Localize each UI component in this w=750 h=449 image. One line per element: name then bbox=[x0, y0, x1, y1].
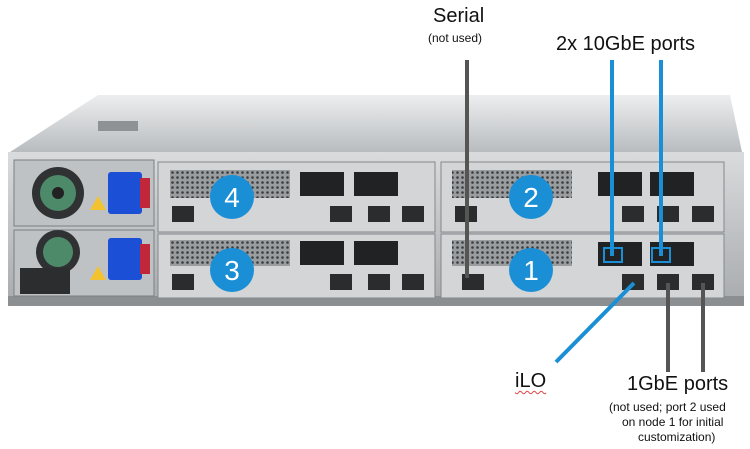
node-badge-1: 1 bbox=[509, 248, 553, 292]
ten-gbe-port-highlight-1 bbox=[603, 247, 623, 263]
node-4-module bbox=[157, 161, 436, 233]
node-badge-4: 4 bbox=[210, 175, 254, 219]
network-port-icon bbox=[692, 274, 714, 290]
node-badge-label: 2 bbox=[523, 182, 539, 213]
power-supply-top bbox=[13, 159, 155, 227]
power-inlet-icon bbox=[108, 172, 142, 214]
ilo-title: iLO bbox=[515, 370, 547, 392]
node-badge-label: 4 bbox=[224, 182, 240, 213]
ilo-port bbox=[622, 274, 644, 290]
ilo-callout-line bbox=[554, 281, 636, 364]
one-gbe-note-line-2: on node 1 for initial bbox=[622, 415, 724, 429]
node-badge-3: 3 bbox=[210, 248, 254, 292]
power-supply-bottom bbox=[13, 229, 155, 297]
serial-note: (not used) bbox=[428, 31, 483, 45]
node-badge-2: 2 bbox=[509, 175, 553, 219]
power-inlet-icon bbox=[108, 238, 142, 280]
one-gbe-note-line-1: (not used; port 2 used bbox=[609, 400, 726, 414]
chassis-label-plate bbox=[98, 121, 138, 131]
node-3-module bbox=[157, 233, 436, 299]
node-badge-label: 3 bbox=[224, 255, 240, 286]
node-1-module bbox=[440, 233, 725, 299]
node-badge-label: 1 bbox=[523, 255, 539, 286]
serial-title: Serial bbox=[433, 5, 485, 27]
chassis-bottom-shadow bbox=[8, 296, 744, 306]
network-port-icon bbox=[657, 274, 679, 290]
chassis-top bbox=[10, 95, 742, 152]
one-gbe-note-line-3: customization) bbox=[638, 430, 716, 444]
ten-gbe-title: 2x 10GbE ports bbox=[556, 33, 695, 55]
one-gbe-title: 1GbE ports bbox=[627, 373, 729, 395]
ten-gbe-port-highlight-2 bbox=[651, 247, 671, 263]
node-2-module bbox=[440, 161, 725, 233]
